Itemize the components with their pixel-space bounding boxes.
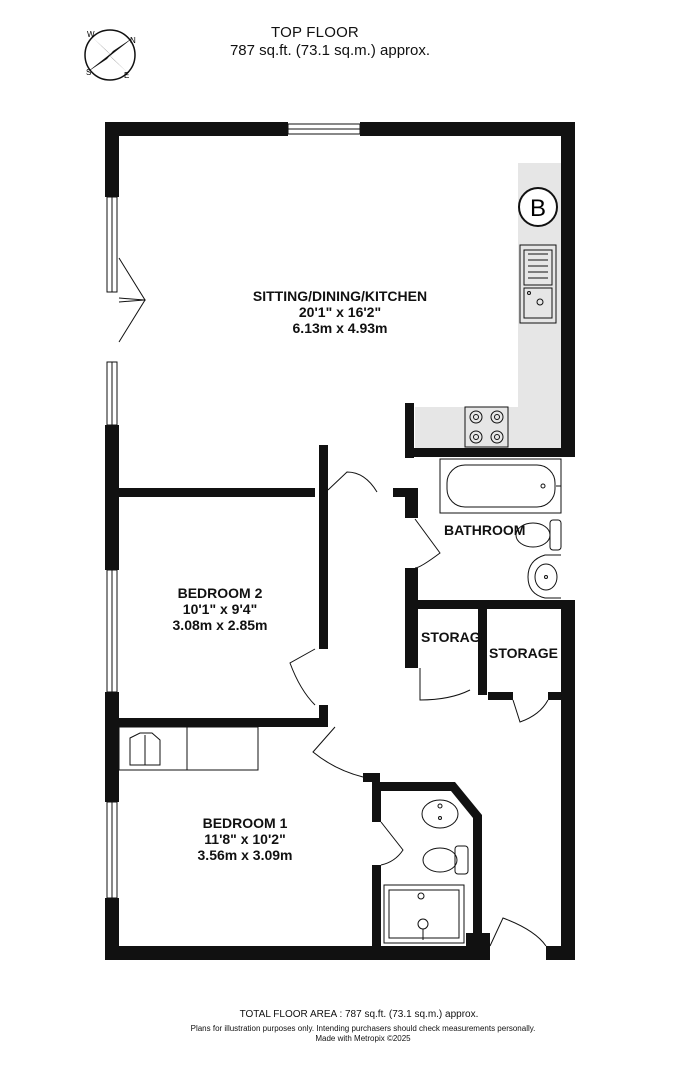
room-label-bedroom-2: BEDROOM 2 10'1" x 9'4" 3.08m x 2.85m — [135, 585, 305, 633]
room-label-sitting: SITTING/DINING/KITCHEN 20'1" x 16'2" 6.1… — [200, 288, 480, 336]
kitchen-sink-icon — [519, 244, 557, 324]
compass-e-label: E — [124, 71, 129, 80]
ensuite-wc-icon — [422, 845, 469, 875]
ensuite-basin-icon — [421, 799, 459, 829]
room-label-bedroom-1: BEDROOM 1 11'8" x 10'2" 3.56m x 3.09m — [160, 815, 330, 863]
hob-icon — [464, 406, 509, 448]
french-doors — [118, 257, 146, 343]
kitchen-worktop — [415, 163, 561, 449]
room-metric: 6.13m x 4.93m — [292, 320, 388, 336]
room-imperial: 10'1" x 9'4" — [182, 601, 258, 617]
compass-icon: N W S E — [84, 29, 136, 81]
floor-title: TOP FLOOR — [271, 24, 359, 41]
walls — [105, 122, 575, 960]
room-imperial: 20'1" x 16'2" — [298, 304, 382, 320]
wardrobe-icon — [118, 726, 259, 771]
bathroom-basin-icon — [527, 554, 561, 599]
room-label-storage-1: STORAGE — [421, 629, 483, 645]
bathroom-wc-icon — [515, 519, 562, 551]
compass-n-label: N — [130, 36, 136, 45]
room-label-bathroom: BATHROOM — [444, 522, 526, 538]
shower-icon — [383, 884, 465, 944]
boiler-icon: B — [518, 187, 558, 227]
compass-w-label: W — [87, 30, 95, 39]
boiler-symbol: B — [530, 195, 546, 222]
room-label-storage-2: STORAGE — [489, 645, 558, 661]
room-imperial: 11'8" x 10'2" — [204, 831, 286, 847]
compass-s-label: S — [86, 68, 91, 77]
disclaimer: Plans for illustration purposes only. In… — [190, 1024, 536, 1033]
room-name: SITTING/DINING/KITCHEN — [252, 288, 428, 304]
room-name: BEDROOM 1 — [202, 815, 288, 831]
room-metric: 3.08m x 2.85m — [172, 617, 268, 633]
total-floor-area: TOTAL FLOOR AREA : 787 sq.ft. (73.1 sq.m… — [239, 1009, 479, 1020]
door-swings — [289, 471, 549, 947]
room-metric: 3.56m x 3.09m — [197, 847, 293, 863]
floor-area: 787 sq.ft. (73.1 sq.m.) approx. — [229, 42, 431, 59]
credit: Made with Metropix ©2025 — [315, 1034, 411, 1043]
bath-icon — [439, 458, 562, 514]
windows — [106, 123, 361, 899]
room-name: BEDROOM 2 — [177, 585, 263, 601]
